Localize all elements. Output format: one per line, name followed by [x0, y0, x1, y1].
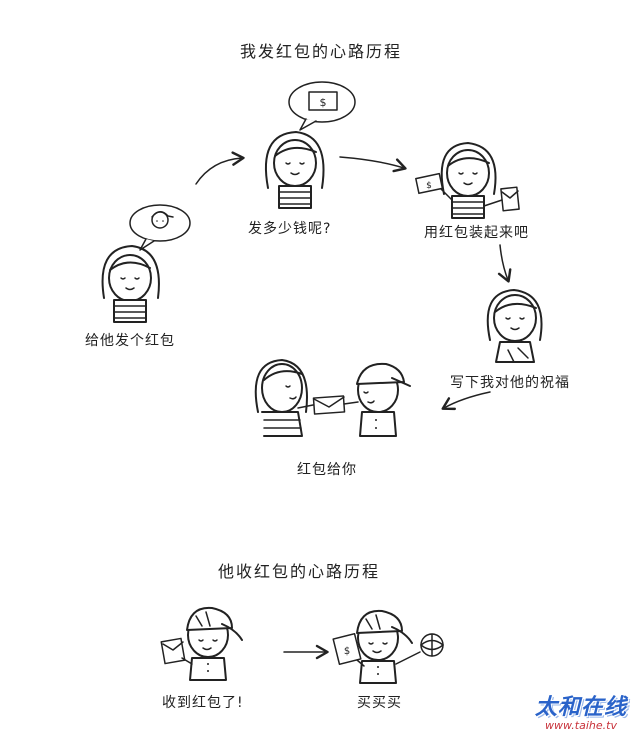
ball-icon — [420, 633, 444, 657]
step-label-receive: 收到红包了! — [162, 695, 244, 711]
money-bill-icon: $ — [415, 172, 444, 195]
girl-figure-give — [101, 204, 191, 323]
watermark-logo: 太和在线 www.taihe.tv — [535, 689, 627, 732]
dollar-symbol: $ — [426, 181, 432, 191]
boy-figure-buy: $ — [332, 609, 444, 684]
watermark-url: www.taihe.tv — [545, 719, 617, 732]
sender-section-title: 我发红包的心路历程 — [240, 42, 403, 61]
hand-over-scene — [254, 359, 411, 437]
girl-figure-how-much: $ — [264, 81, 356, 209]
step-label-bless: 写下我对他的祝福 — [450, 375, 570, 391]
boy-figure-receive — [160, 606, 243, 681]
receiver-section-title: 他收红包的心路历程 — [218, 562, 381, 581]
step-label-buy: 买买买 — [357, 695, 402, 711]
step-label-give: 给他发个红包 — [85, 333, 175, 349]
flow-arrow-give-to-how-much — [195, 151, 245, 185]
money-bill-icon: $ — [332, 632, 362, 666]
step-label-hand: 红包给你 — [297, 462, 357, 478]
step-label-wrap: 用红包装起来吧 — [424, 225, 529, 241]
money-thought-icon: $ — [308, 91, 338, 111]
red-envelope-icon — [500, 186, 520, 212]
dollar-symbol: $ — [344, 646, 350, 657]
flow-arrow-bless-to-hand — [441, 391, 491, 411]
watermark-main: 太和在线 — [534, 695, 627, 720]
dollar-symbol: $ — [320, 96, 327, 109]
flow-arrow-how-much-to-wrap — [339, 156, 407, 173]
girl-figure-bless — [486, 289, 543, 363]
red-envelope-icon — [312, 395, 346, 415]
boy-thought-icon — [151, 211, 174, 229]
girl-figure-wrap: $ — [415, 142, 520, 219]
step-label-how-much: 发多少钱呢? — [248, 221, 332, 237]
flow-arrow-wrap-to-bless — [497, 244, 512, 283]
red-envelope-icon — [160, 637, 186, 665]
